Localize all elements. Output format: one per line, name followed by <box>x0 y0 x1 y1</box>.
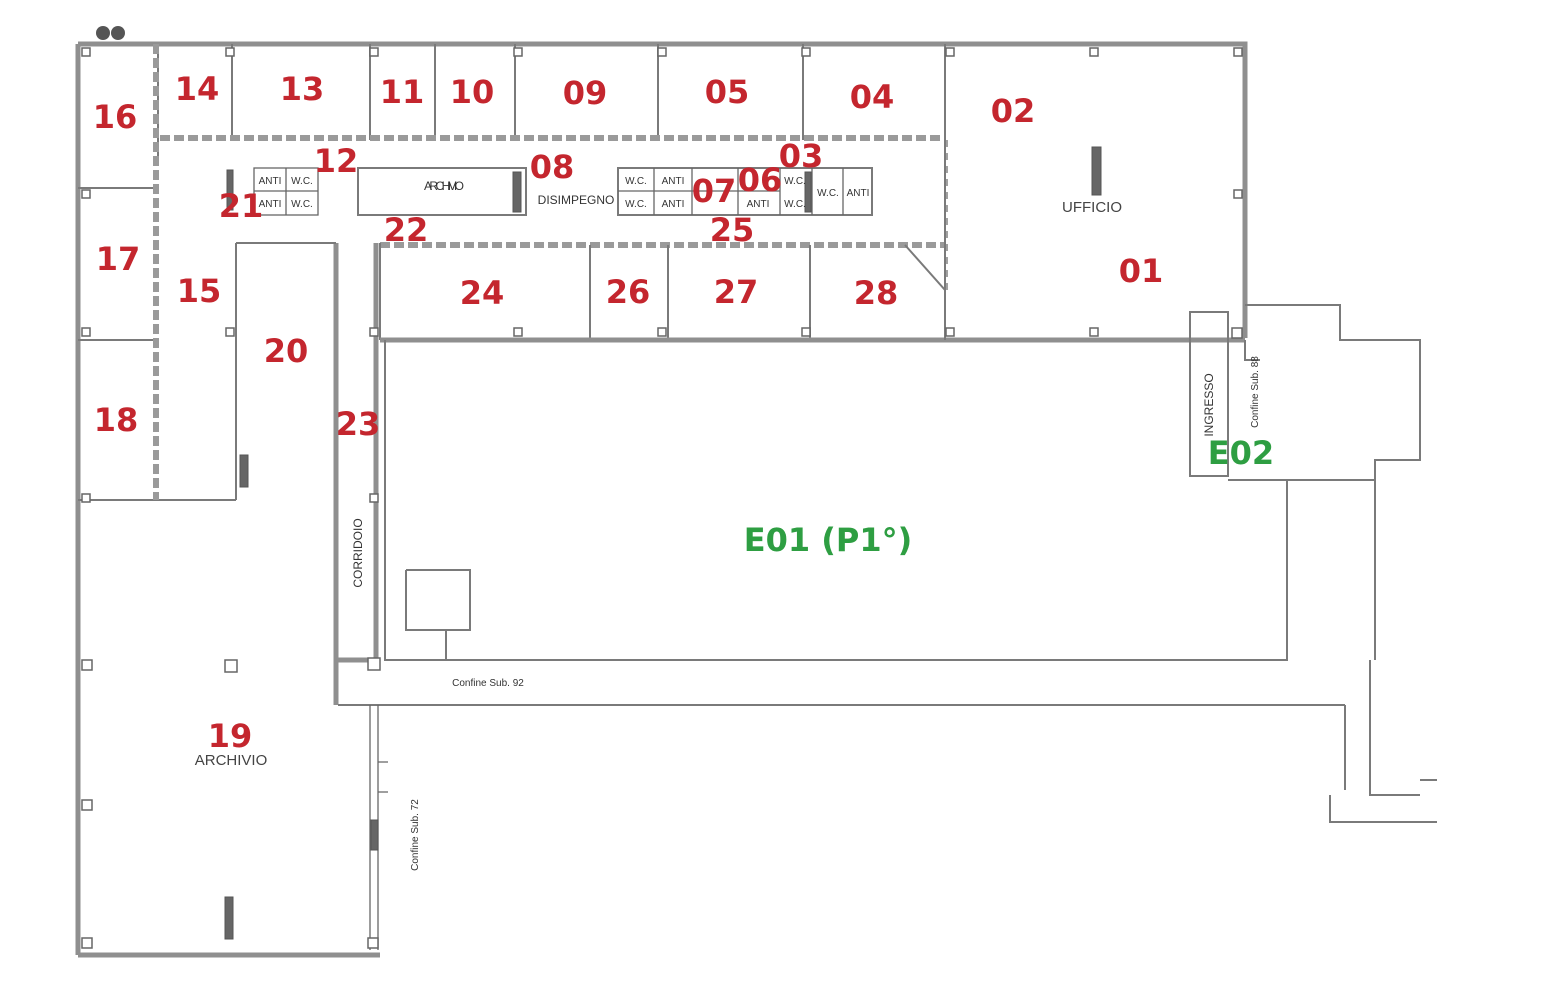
room-number-12: 12 <box>314 142 359 180</box>
room-number-27: 27 <box>714 273 759 311</box>
outer-walls <box>75 41 1248 958</box>
room-number-15: 15 <box>177 272 222 310</box>
room-number-11: 11 <box>380 73 425 111</box>
room-number-06: 06 <box>738 161 783 199</box>
room-number-22: 22 <box>384 211 429 249</box>
room-number-16: 16 <box>93 98 138 136</box>
room-number-14: 14 <box>175 70 220 108</box>
room-number-04: 04 <box>850 78 895 116</box>
label-anti: ANTI <box>259 199 282 210</box>
room-number-09: 09 <box>563 74 608 112</box>
room-number-26: 26 <box>606 273 651 311</box>
label-confine-92: Confine Sub. 92 <box>452 678 524 689</box>
zone-label-e01: E01 (P1°) <box>744 521 913 559</box>
room-number-28: 28 <box>854 274 899 312</box>
label-wc: W.C. <box>291 176 313 187</box>
label-anti: ANTI <box>662 176 685 187</box>
label-ufficio: UFFICIO <box>1062 199 1122 216</box>
label-anti: ANTI <box>259 176 282 187</box>
room-number-19: 19 <box>208 717 253 755</box>
room-number-25: 25 <box>710 211 755 249</box>
annex-outline <box>1189 304 1421 660</box>
room-number-01: 01 <box>1119 252 1164 290</box>
corridor-23-lines <box>224 454 388 950</box>
room-number-05: 05 <box>705 73 750 111</box>
label-anti: ANTI <box>747 199 770 210</box>
lower-room-partitions <box>379 44 1245 343</box>
label-wc: W.C. <box>291 199 313 210</box>
label-archivio-19: ARCHIVIO <box>195 752 268 769</box>
room-number-08: 08 <box>530 148 575 186</box>
label-wc: W.C. <box>784 199 806 210</box>
room-number-13: 13 <box>280 70 325 108</box>
compass-icon <box>96 26 125 40</box>
pillars <box>81 47 1243 949</box>
room-number-02: 02 <box>991 92 1036 130</box>
label-disimpegno: DISIMPEGNO <box>538 193 615 207</box>
label-archivio-center: ARCHIVIO <box>424 179 464 193</box>
stair-icon <box>1091 146 1102 196</box>
room-number-23: 23 <box>336 405 381 443</box>
label-ingresso: INGRESSO <box>1202 373 1216 436</box>
label-wc: W.C. <box>625 199 647 210</box>
label-confine-72: Confine Sub. 72 <box>410 799 421 871</box>
room-number-17: 17 <box>96 240 141 278</box>
label-wc: W.C. <box>625 176 647 187</box>
room-number-18: 18 <box>94 401 139 439</box>
label-wc: W.C. <box>784 176 806 187</box>
central-blocks <box>226 167 873 216</box>
room-number-10: 10 <box>450 73 495 111</box>
room-number-24: 24 <box>460 274 505 312</box>
label-anti: ANTI <box>847 188 870 199</box>
room-number-03: 03 <box>779 137 824 175</box>
room-number-21: 21 <box>219 187 264 225</box>
hall-e01-outline <box>338 340 1437 823</box>
label-anti: ANTI <box>662 199 685 210</box>
room-number-20: 20 <box>264 332 309 370</box>
room-number-07: 07 <box>692 172 737 210</box>
label-confine-88: Confine Sub. 88 <box>1250 356 1261 428</box>
zone-label-e02: E02 <box>1208 434 1274 472</box>
label-corridoio: CORRIDOIO <box>351 518 365 587</box>
label-wc: W.C. <box>817 188 839 199</box>
